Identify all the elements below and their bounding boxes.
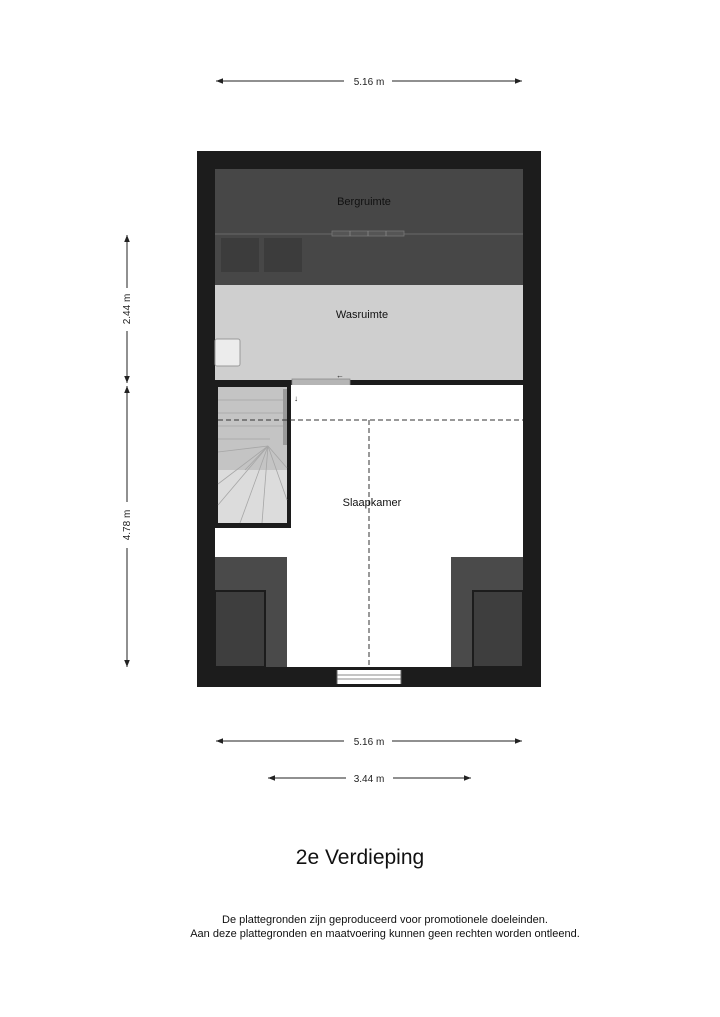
window-width-label: 3.44 m: [354, 774, 385, 785]
disclaimer: De plattegronden zijn geproduceerd voor …: [0, 913, 720, 941]
laundry-room-label: Wasruimte: [336, 309, 388, 321]
storage-cabinet-left: [221, 238, 259, 272]
window-width-dimension: 3.44 m: [268, 774, 471, 785]
left-upper-dimension: 2.44 m: [122, 235, 133, 383]
storage-room-label: Bergruimte: [337, 196, 391, 208]
window: [337, 670, 401, 684]
top-width-label: 5.16 m: [354, 77, 385, 88]
left-lower-dimension: 4.78 m: [122, 386, 133, 667]
bedroom-door-arrow: ↓: [294, 394, 298, 403]
storage-room: [215, 169, 523, 285]
laundry-door-arrow: ←: [336, 371, 344, 380]
laundry-room: [215, 285, 523, 380]
bottom-width-dimension: 5.16 m: [216, 737, 522, 748]
left-lower-label: 4.78 m: [122, 510, 133, 541]
floor-title: 2e Verdieping: [295, 846, 425, 869]
laundry-sliding-door: [291, 378, 351, 387]
disclaimer-line-1: De plattegronden zijn geproduceerd voor …: [222, 914, 548, 926]
bottom-width-label: 5.16 m: [354, 737, 385, 748]
interior-wall: [215, 380, 523, 385]
left-upper-label: 2.44 m: [122, 294, 133, 325]
top-width-dimension: 5.16 m: [216, 77, 522, 88]
bedroom-label: Slaapkamer: [343, 497, 402, 509]
storage-cabinet-right: [264, 238, 302, 272]
disclaimer-line-2: Aan deze plattegronden en maatvoering ku…: [190, 928, 580, 940]
closet-right: [472, 590, 524, 668]
stairwell: [214, 383, 291, 528]
laundry-appliance: [214, 338, 241, 367]
closet-left: [214, 590, 266, 668]
